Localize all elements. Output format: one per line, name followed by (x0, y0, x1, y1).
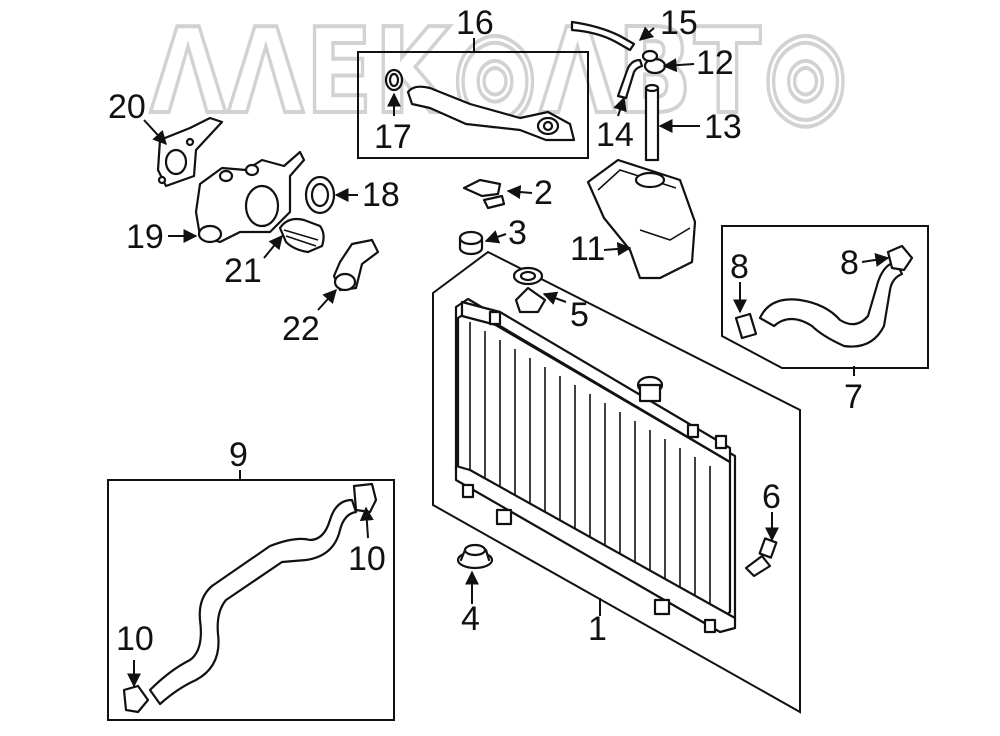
leader-22 (317, 288, 337, 311)
bypass-hose (616, 58, 644, 100)
thermostat-gasket (304, 175, 336, 215)
leader-11 (603, 241, 632, 256)
callout-22: 22 (282, 310, 320, 348)
small-hose (570, 20, 636, 52)
callout-17: 17 (374, 118, 412, 156)
mount-bushing-upper (458, 230, 484, 256)
callout-10b: 10 (116, 620, 154, 658)
radiator-cap (512, 266, 547, 314)
callout-14: 14 (596, 116, 634, 154)
leader-14 (613, 96, 627, 117)
callout-6: 6 (762, 478, 781, 516)
water-outlet-pipe (406, 85, 576, 142)
callout-12: 12 (696, 44, 734, 82)
radiator-core (454, 297, 737, 634)
callout-21: 21 (224, 252, 262, 290)
callout-20: 20 (108, 88, 146, 126)
callout-18: 18 (362, 176, 400, 214)
leader-5 (542, 291, 567, 305)
leader-15 (638, 26, 655, 41)
leader-20 (143, 119, 167, 146)
leader-10a (359, 506, 374, 539)
callout-4: 4 (461, 600, 480, 638)
callout-numbers: 1 2 3 4 5 6 7 8 8 9 10 10 11 12 13 14 15… (108, 4, 863, 658)
callout-11: 11 (570, 230, 605, 268)
mount-bushing-lower (456, 543, 494, 570)
radiator-group-outline (432, 250, 801, 714)
leader-21 (263, 234, 283, 259)
lower-radiator-hose (122, 482, 378, 714)
callout-19: 19 (126, 218, 164, 256)
clip-part (462, 178, 506, 210)
o-ring (384, 68, 404, 92)
callout-8b: 8 (840, 244, 859, 282)
drain-plug (744, 537, 778, 578)
leader-lines (127, 26, 890, 688)
callout-8a: 8 (730, 248, 749, 286)
water-inlet (332, 238, 380, 292)
callout-10a: 10 (348, 540, 386, 578)
gasket-bracket (156, 116, 224, 188)
callout-1: 1 (588, 610, 607, 648)
thermostat-housing (194, 150, 306, 244)
callout-3: 3 (508, 214, 527, 252)
callout-7: 7 (844, 378, 863, 416)
overflow-pipe (644, 83, 660, 162)
thermostat (278, 217, 325, 254)
callout-2: 2 (534, 174, 553, 212)
leader-12 (662, 58, 695, 73)
lower-hose-group-box (107, 479, 395, 721)
callout-5: 5 (570, 296, 589, 334)
callout-15: 15 (660, 4, 698, 42)
coolant-reservoir (586, 158, 697, 280)
callout-13: 13 (704, 108, 742, 146)
leader-8b (861, 252, 890, 267)
leader-2 (506, 185, 533, 200)
callout-16: 16 (456, 4, 494, 42)
callout-9: 9 (229, 436, 248, 474)
leader-3 (484, 230, 507, 244)
upper-radiator-hose (734, 244, 914, 348)
